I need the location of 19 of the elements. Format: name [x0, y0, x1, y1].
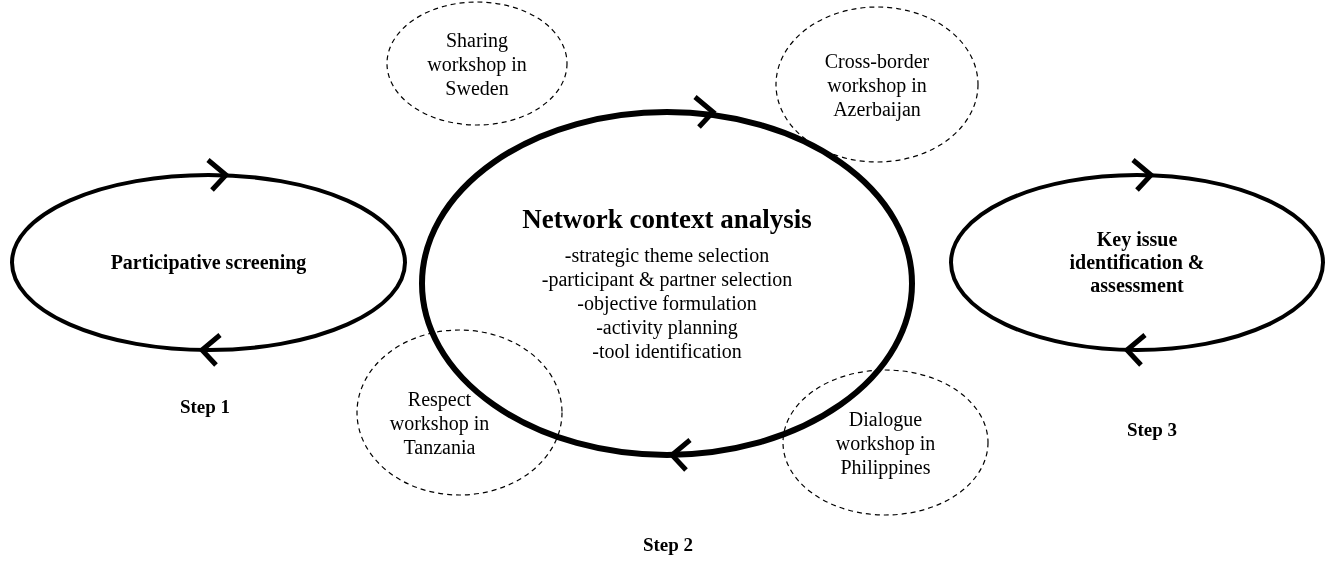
stage-title: Network context analysis [522, 203, 812, 235]
step-label: Step 1 [179, 396, 231, 418]
activity-item: -objective formulation [577, 291, 757, 315]
workshop-label: Sharing workshop in Sweden [426, 27, 528, 100]
activity-item: -tool identification [592, 339, 742, 363]
activity-item: -activity planning [596, 315, 738, 339]
workshop-ellipse [387, 2, 567, 125]
workshop-label: Cross-border workshop in Azerbaijan [823, 48, 931, 121]
workshop-ellipse [783, 370, 988, 515]
workshop-label: Respect workshop in Tanzania [388, 386, 491, 459]
step-label: Step 2 [642, 534, 694, 556]
activity-item: -participant & partner selection [541, 267, 793, 291]
stage-title: Participative screening [110, 251, 307, 274]
activity-item: -strategic theme selection [564, 243, 770, 267]
step-label: Step 3 [1126, 419, 1178, 441]
workshop-ellipse [357, 330, 562, 495]
stage-title: Key issue identification & assessment [1068, 228, 1206, 297]
workshop-ellipse [776, 7, 978, 162]
workshop-label: Dialogue workshop in Philippines [834, 406, 937, 479]
